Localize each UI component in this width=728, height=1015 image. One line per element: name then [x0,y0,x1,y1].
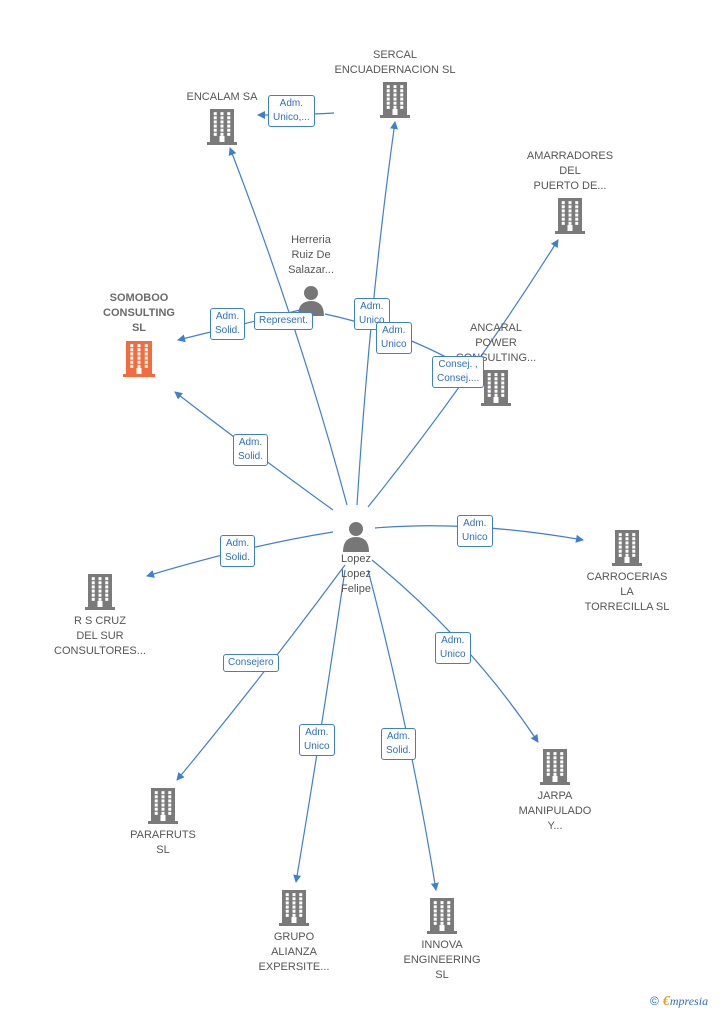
person-icon [343,522,369,552]
brand-logo: ©€mpresia [650,994,708,1010]
company-label: SERCAL ENCUADERNACION SL [334,49,456,76]
company-innova[interactable]: INNOVA ENGINEERING SL [382,898,502,983]
building-icon [427,898,457,934]
center-person-label: Lopez Lopez Felipe [341,553,371,595]
building-icon [85,574,115,610]
brand-e: € [662,994,670,1009]
company-amarradores[interactable]: AMARRADORES DEL PUERTO DE... [510,149,630,234]
edge-label-parafruts[interactable]: Consejero [223,654,279,672]
building-icon [540,749,570,785]
company-somoboo[interactable]: SOMOBOO CONSULTING SL [79,291,199,377]
building-icon [481,370,511,406]
company-label: INNOVA ENGINEERING SL [403,939,481,981]
center-person-node[interactable]: Lopez Lopez Felipe [316,520,396,597]
building-icon [207,109,237,145]
edge-label-somoboo[interactable]: Adm.Solid. [233,434,269,466]
building-icon [148,788,178,824]
company-encalam[interactable]: ENCALAM SA [172,90,272,145]
edge-label-jarpa[interactable]: Adm.Unico [435,632,471,664]
brand-name: mpresia [669,994,709,1008]
company-label: AMARRADORES DEL PUERTO DE... [526,150,614,192]
company-jarpa[interactable]: JARPA MANIPULADO Y... [495,749,615,834]
company-label: SOMOBOO CONSULTING SL [103,292,175,334]
building-icon [123,341,155,377]
company-label: CARROCERIAS LA TORRECILLA SL [584,571,670,613]
edge-label-herreria-somoboo[interactable]: Adm.Solid. [210,308,246,340]
company-ancaral[interactable]: ANCARAL POWER CONSULTING... [436,321,556,406]
edge-parafruts [176,564,346,781]
building-icon [279,890,309,926]
building-icon [555,198,585,234]
company-sercal[interactable]: SERCAL ENCUADERNACION SL [320,48,470,118]
company-label: JARPA MANIPULADO Y... [518,790,592,832]
edge-label-carrocerias[interactable]: Adm.Unico [457,515,493,547]
company-rscruz[interactable]: R S CRUZ DEL SUR CONSULTORES... [40,574,160,659]
edge-label-innova[interactable]: Adm.Solid. [381,728,417,760]
company-label: ENCALAM SA [186,91,258,103]
company-label: PARAFRUTS SL [130,829,196,856]
edge-label-rscruz[interactable]: Adm.Solid. [220,535,256,567]
company-grupo[interactable]: GRUPO ALIANZA EXPERSITE... [234,890,354,975]
edge-label-grupo[interactable]: Adm.Unico [299,724,335,756]
edge-label-sercal-2[interactable]: Adm.Unico [376,322,412,354]
copyright-icon: © [650,994,659,1008]
edge-label-represent[interactable]: Represent. [254,312,313,330]
building-icon [612,530,642,566]
company-parafruts[interactable]: PARAFRUTS SL [113,788,213,858]
company-label: R S CRUZ DEL SUR CONSULTORES... [54,615,146,657]
company-carrocerias[interactable]: CARROCERIAS LA TORRECILLA SL [567,530,687,615]
herreria-person-node[interactable]: Herreria Ruiz De Salazar... [271,233,351,316]
herreria-person-label: Herreria Ruiz De Salazar... [288,234,334,276]
edge-label-encalam[interactable]: Adm.Unico,... [268,95,315,127]
building-icon [380,82,410,118]
edge-label-ancaral[interactable]: Consej. ,Consej.... [432,356,485,388]
company-label: GRUPO ALIANZA EXPERSITE... [258,931,330,973]
